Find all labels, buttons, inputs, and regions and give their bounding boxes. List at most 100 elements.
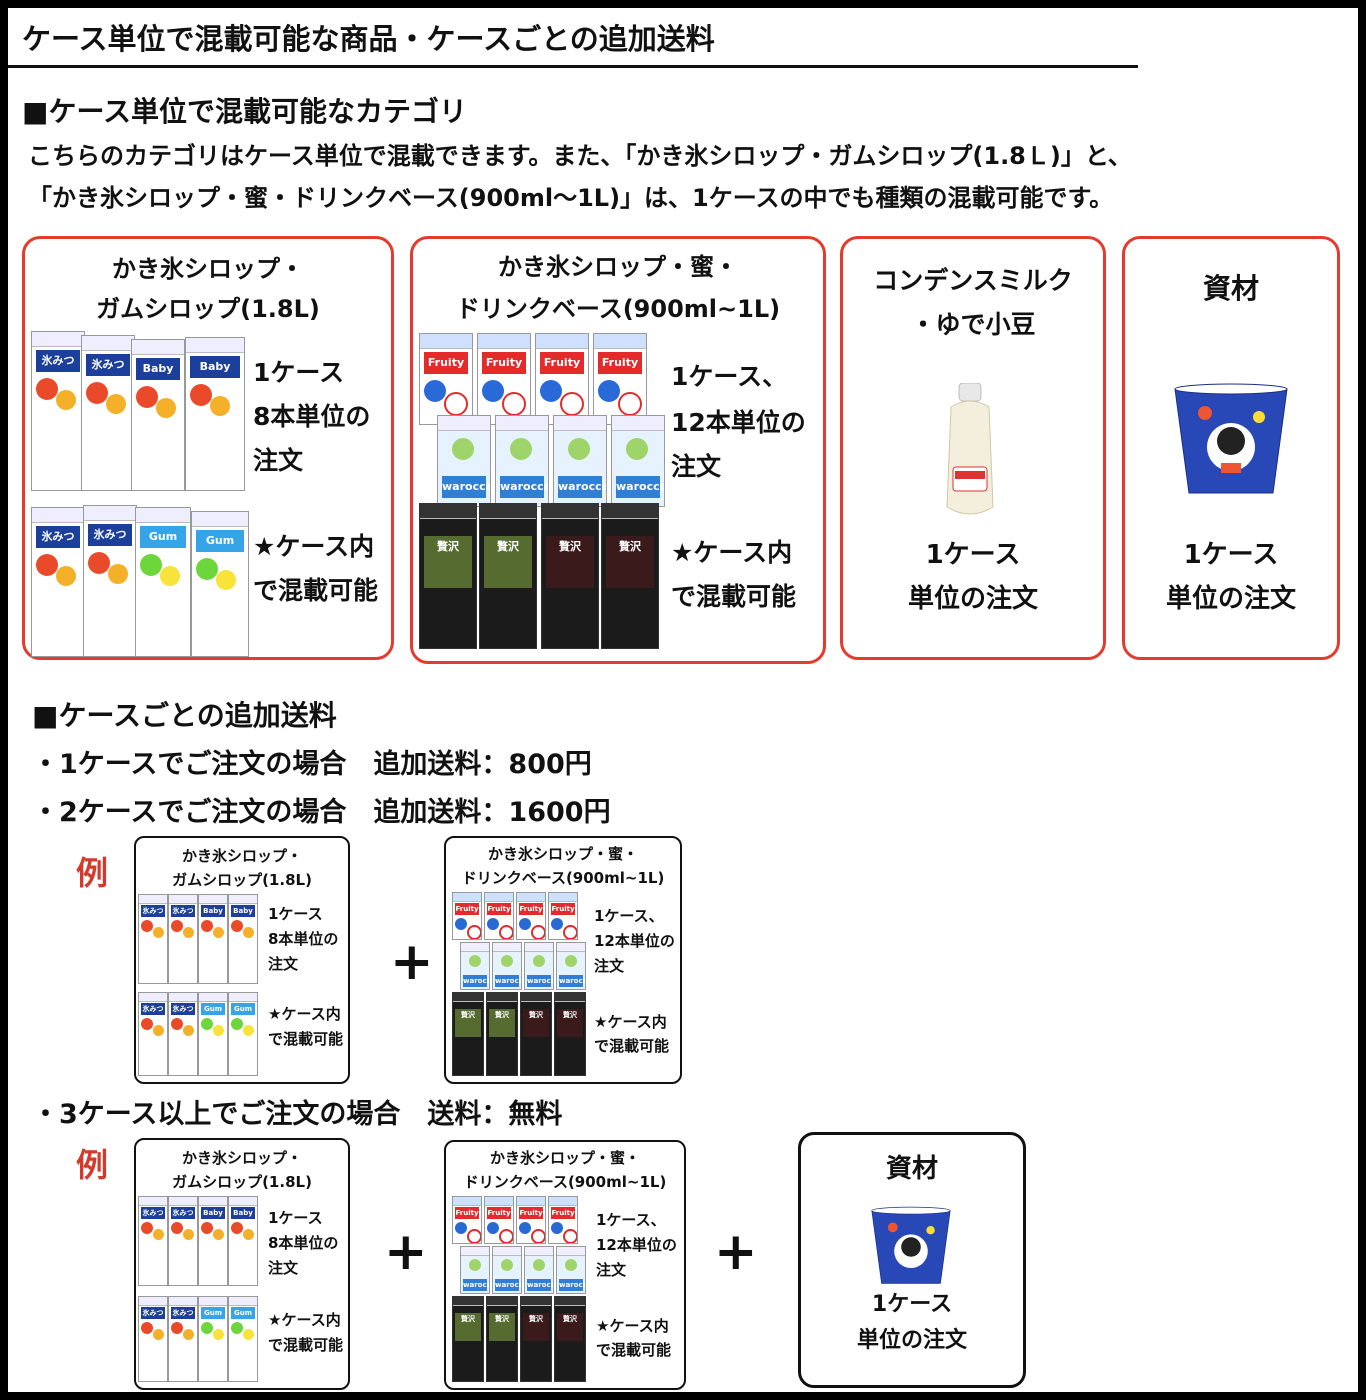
product-pack: Baby — [198, 1196, 228, 1286]
page: ケース単位で混載可能な商品・ケースごとの追加送料 ■ケース単位で混載可能なカテゴ… — [8, 8, 1358, 1392]
product-pack: 氷みつ — [168, 894, 198, 984]
product-pack: Fruity — [548, 1196, 578, 1244]
product-pack: 贅沢 — [541, 503, 599, 649]
product-pack: Baby — [198, 894, 228, 984]
product-pack: warocca — [460, 1246, 490, 1294]
card-text: 1ケース、 — [671, 362, 788, 391]
ex-title-line1: かき氷シロップ・ — [181, 1149, 302, 1167]
card-text: ★ケース内 — [253, 532, 375, 561]
product-pack: warocca — [524, 1246, 554, 1294]
ex-text: 12本単位の — [596, 1236, 677, 1254]
product-pack: Baby — [228, 1196, 258, 1286]
product-pack: 氷みつ — [31, 331, 85, 491]
card-title-line1: コンデンスミルク — [873, 266, 1073, 295]
example-card-syrup-900ml: かき氷シロップ・蜜・ ドリンクベース(900ml~1L) Fruity Frui… — [444, 1140, 686, 1390]
card-text: 1ケース — [1183, 540, 1279, 570]
shaved-ice-cup-image — [871, 1206, 951, 1284]
ex-text: で混載可能 — [596, 1341, 672, 1359]
card-text: 12本単位の — [671, 408, 806, 437]
ex-text: 単位の注文 — [856, 1328, 967, 1353]
card-title-line1: かき氷シロップ・ — [112, 255, 304, 283]
product-pack: 贅沢 — [452, 992, 484, 1076]
ex-text: ★ケース内 — [268, 1311, 341, 1329]
ex-text: 8本単位の — [268, 930, 339, 948]
product-pack: Gum — [228, 1296, 258, 1382]
product-pack: 氷みつ — [138, 1196, 168, 1286]
ex-title-line1: かき氷シロップ・蜜・ — [489, 1149, 640, 1167]
card-text: 1ケース — [925, 540, 1021, 570]
product-pack: warocca — [437, 415, 491, 507]
example-card-syrup-1.8l: かき氷シロップ・ ガムシロップ(1.8L) 氷みつ 氷みつ Baby Baby … — [134, 836, 350, 1084]
product-pack: 氷みつ — [138, 894, 168, 984]
ex-title-line1: かき氷シロップ・ — [181, 847, 302, 865]
ex-text: ★ケース内 — [268, 1005, 341, 1023]
ex-text: 1ケース、 — [596, 1211, 666, 1229]
ex-title-line2: ガムシロップ(1.8L) — [172, 1173, 312, 1191]
product-pack: 氷みつ — [31, 507, 85, 657]
product-pack: 贅沢 — [554, 992, 586, 1076]
card-text: 1ケース — [253, 358, 345, 387]
category-card-condensed-milk: コンデンスミルク ・ゆで小豆 1ケース 単位の注文 — [840, 236, 1106, 660]
section1-desc-line1: こちらのカテゴリはケース単位で混載できます。また、「かき氷シロップ・ガムシロップ… — [28, 142, 1132, 170]
shipping-rule-3-cases: ・3ケース以上でご注文の場合 送料：無料 — [32, 1099, 563, 1130]
section1-heading: ■ケース単位で混載可能なカテゴリ — [22, 95, 468, 128]
card-title-line2: ・ゆで小豆 — [910, 310, 1036, 339]
title-bar: ケース単位で混載可能な商品・ケースごとの追加送料 — [8, 8, 1358, 68]
condensed-milk-bottle-image — [946, 383, 994, 515]
card-text: 注文 — [671, 452, 722, 481]
card-text: 注文 — [253, 446, 304, 475]
ex-text: ★ケース内 — [596, 1317, 669, 1335]
card-title-line2: ドリンクベース(900ml~1L) — [455, 295, 781, 323]
product-pack: 氷みつ — [168, 1196, 198, 1286]
card-text: で混載可能 — [671, 582, 797, 611]
product-pack: warocca — [492, 1246, 522, 1294]
product-pack: 氷みつ — [138, 992, 168, 1076]
card-title-line1: かき氷シロップ・蜜・ — [498, 253, 738, 281]
product-pack: warocca — [460, 942, 490, 990]
card-text: で混載可能 — [253, 576, 379, 605]
product-pack: Fruity — [477, 333, 531, 425]
ex-text: 12本単位の — [594, 932, 675, 950]
product-pack: Gum — [191, 511, 249, 657]
ex-text: で混載可能 — [268, 1336, 344, 1354]
product-pack: 贅沢 — [452, 1296, 484, 1382]
product-pack: Fruity — [452, 1196, 482, 1244]
shipping-rule-1-case: ・1ケースでご注文の場合 追加送料：800円 — [32, 749, 592, 780]
ex-text: で混載可能 — [268, 1030, 344, 1048]
section2-heading: ■ケースごとの追加送料 — [32, 699, 337, 732]
ex-text: 1ケース、 — [594, 907, 664, 925]
product-pack: 贅沢 — [601, 503, 659, 649]
page-title: ケース単位で混載可能な商品・ケースごとの追加送料 — [22, 22, 715, 56]
product-pack: 贅沢 — [479, 503, 537, 649]
ex-title-line1: 資材 — [885, 1154, 938, 1184]
product-pack: Fruity — [484, 1196, 514, 1244]
ex-text: 1ケース — [871, 1292, 953, 1317]
product-pack: 贅沢 — [520, 1296, 552, 1382]
ex-title-line2: ガムシロップ(1.8L) — [172, 871, 312, 889]
product-pack: 氷みつ — [83, 505, 137, 657]
product-pack: 贅沢 — [486, 1296, 518, 1382]
product-pack: Fruity — [516, 1196, 546, 1244]
product-pack: warocca — [553, 415, 607, 507]
example-label: 例 — [76, 854, 109, 892]
product-pack: 氷みつ — [81, 335, 135, 491]
shaved-ice-cup-image — [1174, 383, 1288, 494]
product-pack: warocca — [556, 942, 586, 990]
ex-text: 1ケース — [268, 1209, 323, 1227]
ex-text: 注文 — [594, 957, 625, 975]
ex-text: で混載可能 — [594, 1037, 670, 1055]
product-pack: Gum — [135, 507, 191, 657]
example-label: 例 — [76, 1146, 109, 1184]
product-pack: Fruity — [548, 892, 578, 940]
product-pack: 贅沢 — [554, 1296, 586, 1382]
ex-text: 8本単位の — [268, 1234, 339, 1252]
product-pack: Fruity — [516, 892, 546, 940]
product-pack: warocca — [495, 415, 549, 507]
product-pack: Gum — [228, 992, 258, 1076]
category-card-syrup-1.8l: かき氷シロップ・ ガムシロップ(1.8L) 氷みつ 氷みつ Baby Baby … — [22, 236, 394, 660]
product-pack: Baby — [131, 339, 185, 491]
section1-desc-line2: 「かき氷シロップ・蜜・ドリンクベース(900ml～1L)」は、1ケースの中でも種… — [28, 184, 1114, 212]
ex-text: 注文 — [268, 1259, 299, 1277]
ex-title-line2: ドリンクベース(900ml~1L) — [461, 869, 665, 887]
example-card-syrup-900ml: かき氷シロップ・蜜・ ドリンクベース(900ml~1L) Fruity Frui… — [444, 836, 682, 1084]
